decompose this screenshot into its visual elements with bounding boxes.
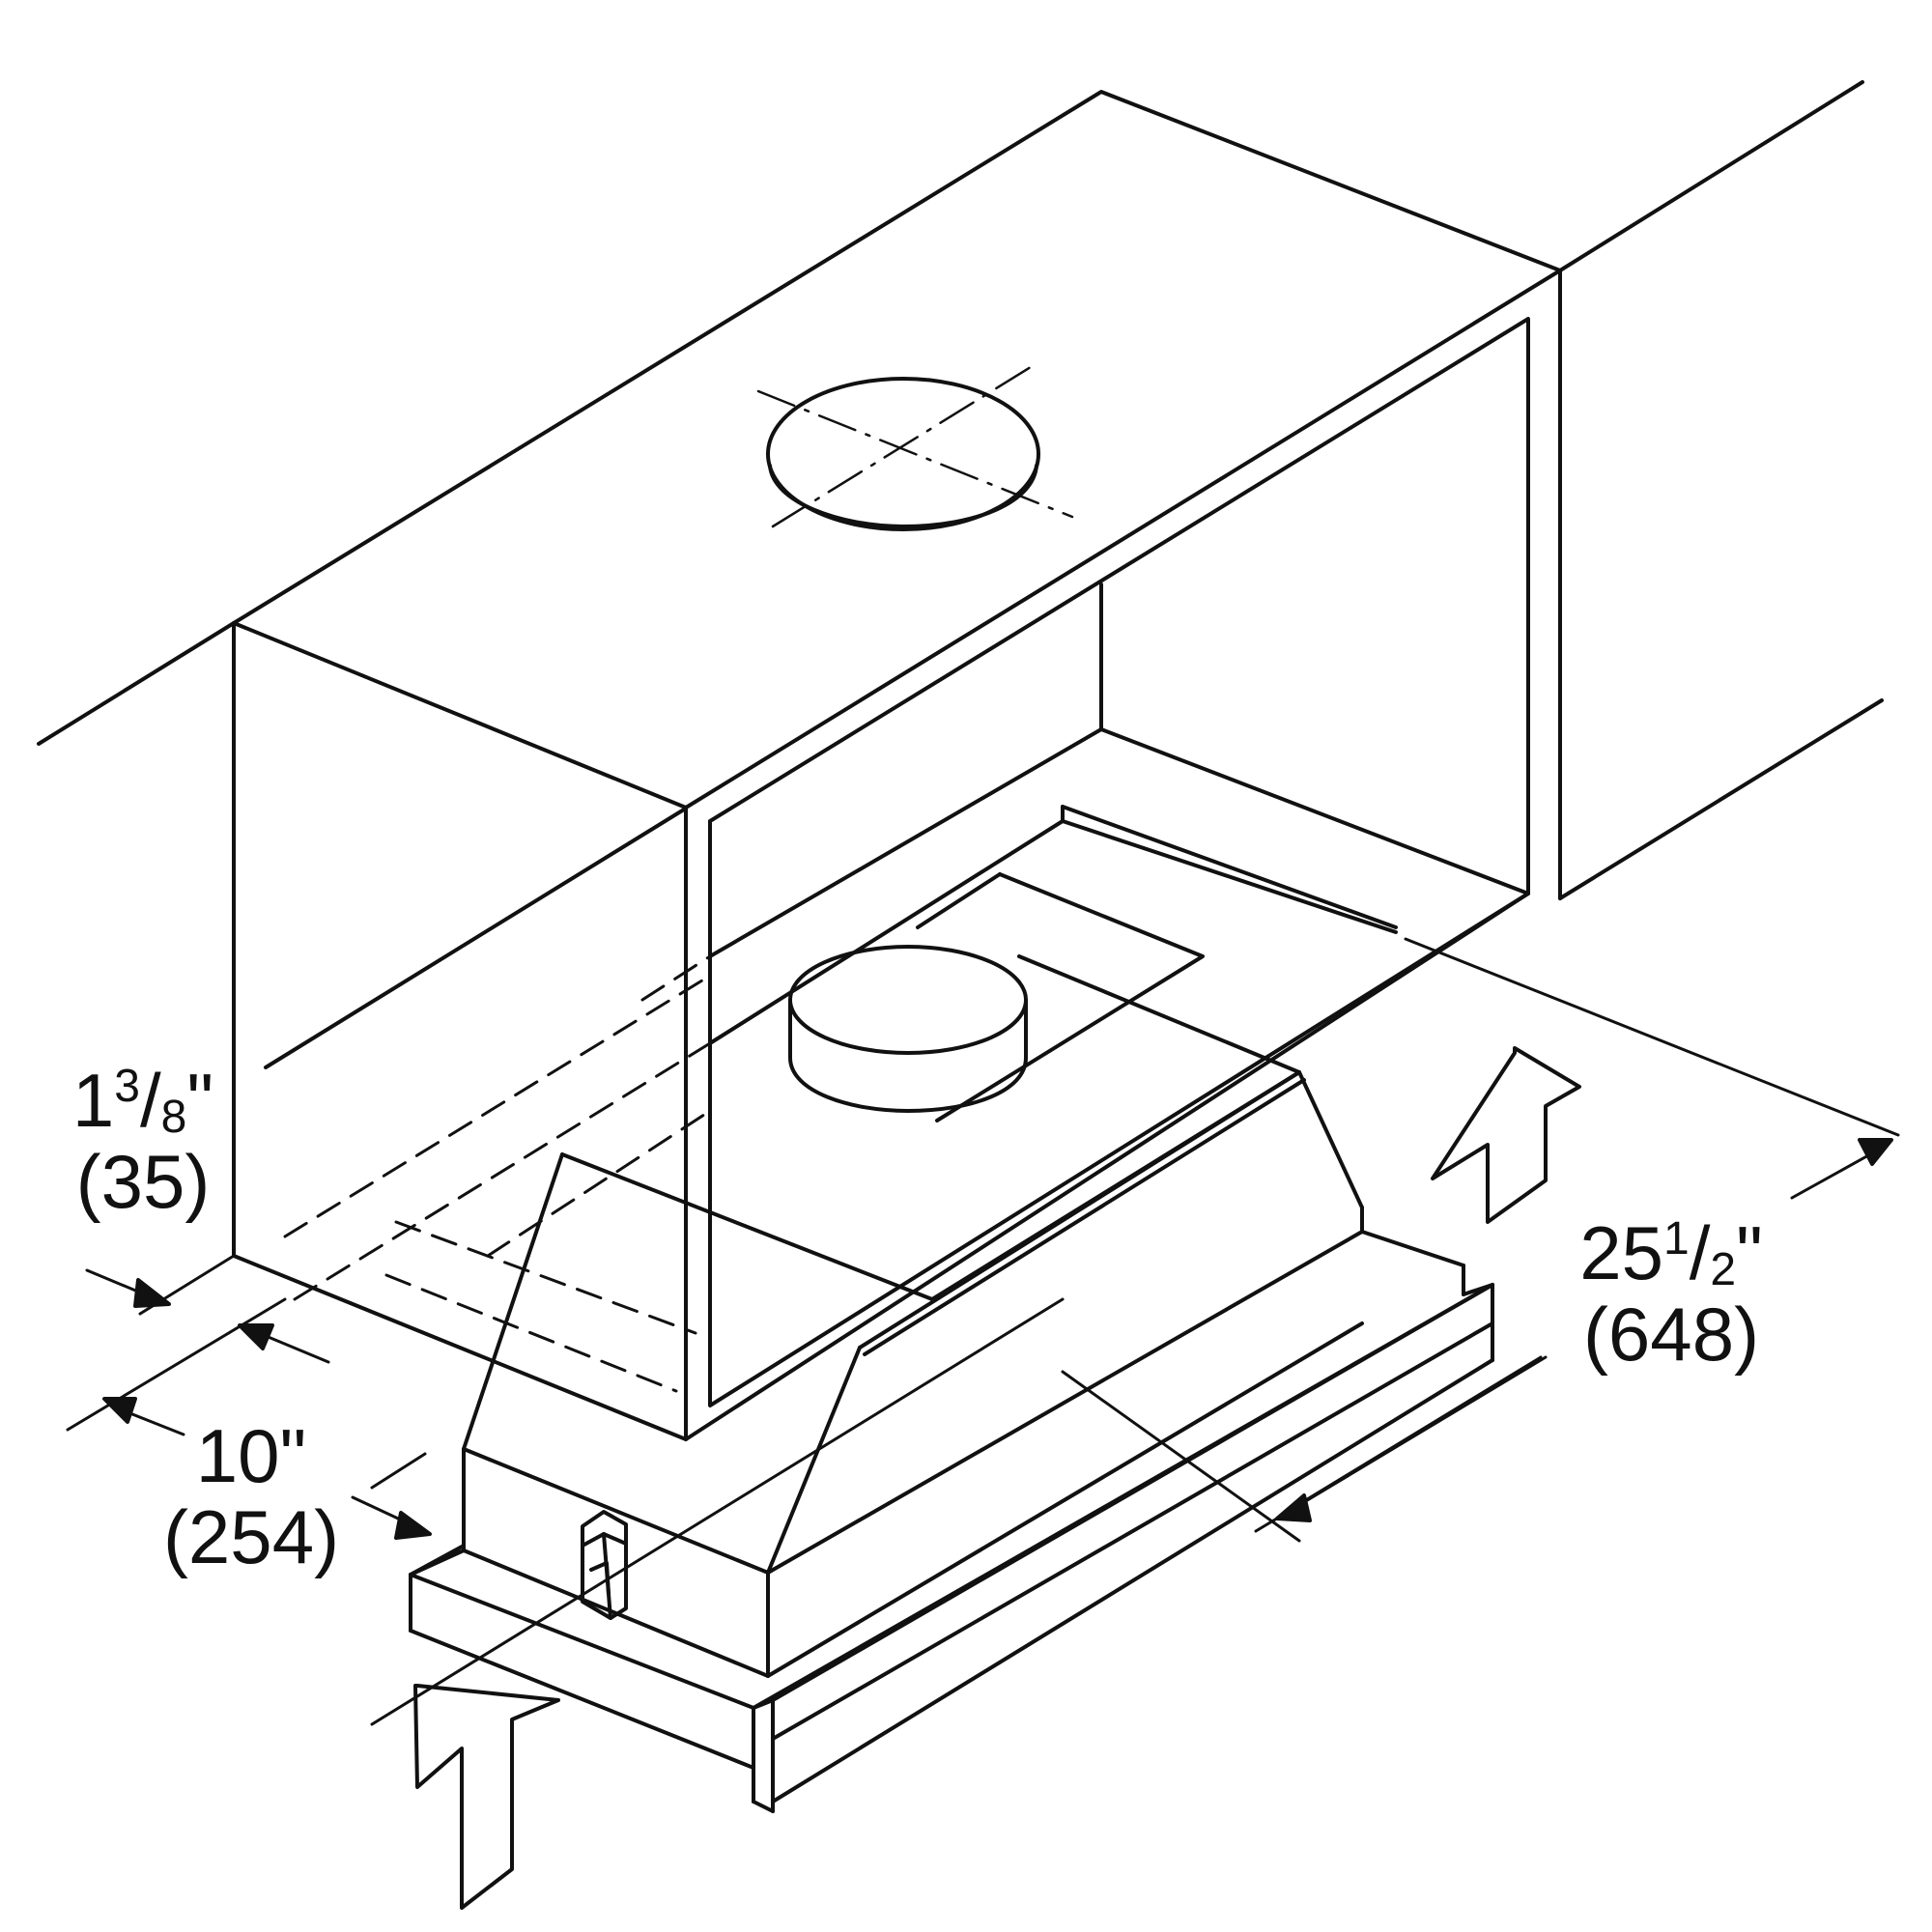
front-imperial: 10" bbox=[195, 1413, 307, 1498]
front-metric: (254) bbox=[162, 1494, 340, 1579]
cabinet-box bbox=[37, 80, 1884, 1441]
depth-metric: (35) bbox=[75, 1139, 211, 1224]
duct-cutout bbox=[756, 360, 1074, 531]
hood-insert bbox=[409, 805, 1494, 1813]
dimension-lines bbox=[66, 937, 1900, 1726]
width-dimension-label: 251/2" (648) bbox=[1536, 1215, 1806, 1372]
hood-hidden-edges bbox=[283, 954, 712, 1393]
depth-dimension-label: 13/8" (35) bbox=[46, 1063, 240, 1219]
depth-imperial: 13/8" bbox=[71, 1058, 214, 1143]
front-dimension-label: 10" (254) bbox=[140, 1418, 362, 1575]
airflow-arrow-right bbox=[1431, 1046, 1581, 1224]
width-imperial: 251/2" bbox=[1579, 1210, 1763, 1295]
airflow-arrow-front bbox=[413, 1684, 560, 1910]
width-metric: (648) bbox=[1582, 1292, 1760, 1377]
